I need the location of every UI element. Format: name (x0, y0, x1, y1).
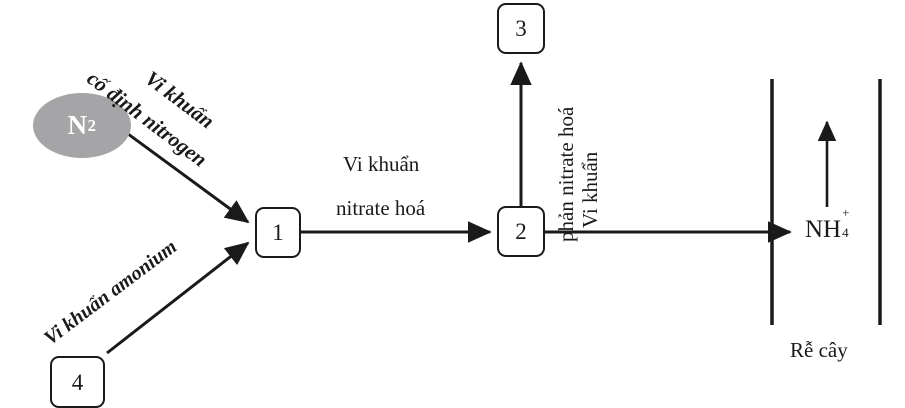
ammonium-atom-count: 4 (842, 225, 849, 240)
label-root-caption: Rễ cây (790, 338, 848, 362)
node-box-2-label: 2 (515, 219, 527, 244)
node-box-1-label: 1 (272, 220, 284, 245)
node-box-2: 2 (497, 206, 545, 257)
node-box-4-label: 4 (71, 369, 84, 395)
node-n2-label: N (67, 110, 88, 140)
node-box-4: 4 (50, 356, 105, 408)
node-box-1: 1 (255, 207, 301, 258)
node-box-3-label: 3 (515, 16, 527, 41)
label-nitrate-bacteria-line2: nitrate hoá (336, 196, 426, 220)
label-denitrification-line2: phản nitrate hoá (554, 106, 578, 242)
label-ammonium-ion: NH+4 (805, 206, 852, 244)
label-denitrification-line1: Vi khuẩn (578, 151, 602, 228)
arrow-box4-to-box1 (106, 241, 250, 355)
ammonium-charge-stack: +4 (841, 206, 852, 240)
node-box-3: 3 (497, 3, 545, 54)
arrow-n2-to-box1 (123, 129, 250, 224)
label-nitrate-bacteria-line1: Vi khuẩn (343, 152, 420, 176)
node-n2-subscript: 2 (87, 115, 97, 135)
ammonium-base: NH (805, 216, 842, 243)
ammonium-charge-sign: + (842, 205, 850, 220)
